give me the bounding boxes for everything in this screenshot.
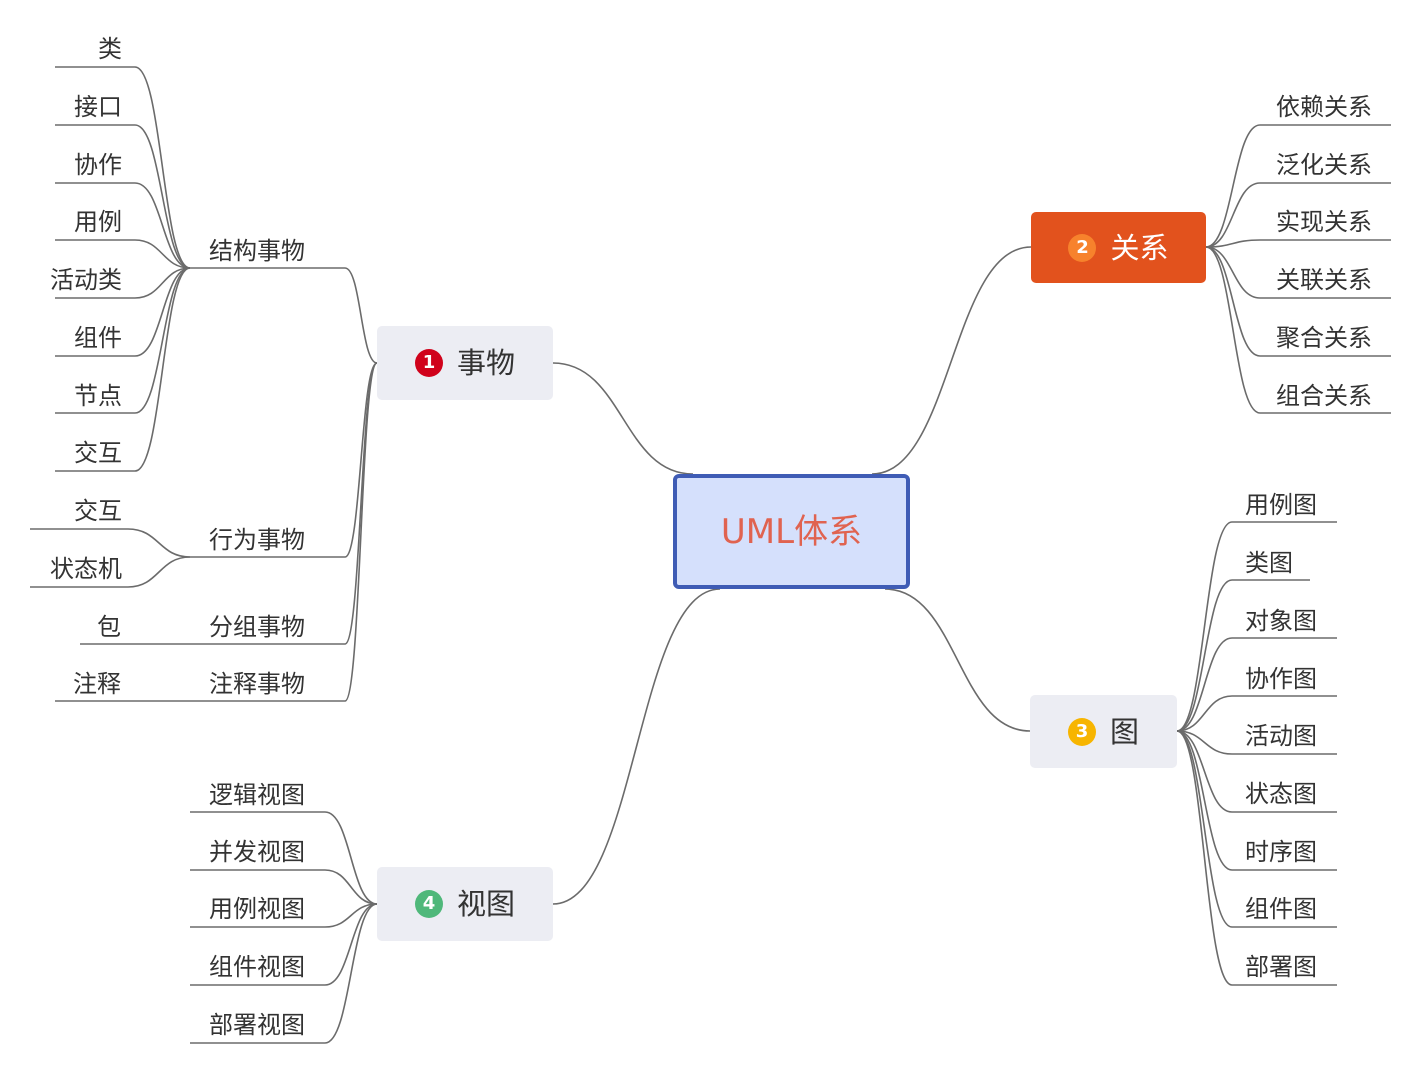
connector-views-leaf-2 — [324, 903, 378, 928]
connector-things-group-1 — [344, 362, 378, 558]
connector-diagrams-leaf-0 — [1176, 521, 1233, 732]
leaf-deployment-diagram[interactable]: 部署图 — [1245, 953, 1317, 981]
connector-diagrams-leaf-6 — [1176, 730, 1233, 871]
connector-diagrams-leaf-1 — [1176, 579, 1233, 732]
connector-relations-leaf-3 — [1205, 246, 1261, 299]
connector-center-relations — [871, 246, 1032, 475]
leaf-collaboration[interactable]: 协作 — [74, 151, 122, 179]
topic-diagrams-label: 图 — [1109, 714, 1139, 749]
leaf-deployment-view[interactable]: 部署视图 — [209, 1011, 305, 1039]
leaf-association[interactable]: 关联关系 — [1276, 266, 1372, 294]
central-topic[interactable]: UML体系 — [673, 474, 910, 589]
group-structural-things[interactable]: 结构事物 — [209, 237, 305, 265]
connector-relations-leaf-2 — [1205, 239, 1261, 248]
connector-structural-leaf-6 — [134, 267, 191, 414]
leaf-state-machine[interactable]: 状态机 — [50, 555, 122, 583]
leaf-concurrency-view[interactable]: 并发视图 — [209, 838, 305, 866]
connector-diagrams-leaf-4 — [1176, 730, 1233, 755]
connector-relations-leaf-0 — [1205, 124, 1261, 248]
connector-center-things — [552, 362, 694, 475]
number-badge-3-icon: 3 — [1067, 717, 1096, 746]
connector-center-diagrams — [884, 588, 1031, 732]
topic-things-label: 事物 — [456, 346, 515, 380]
connector-views-leaf-3 — [324, 903, 378, 986]
connector-diagrams-leaf-3 — [1176, 695, 1233, 732]
connector-diagrams-leaf-7 — [1176, 730, 1233, 928]
leaf-aggregation[interactable]: 聚合关系 — [1276, 324, 1372, 352]
central-topic-label: UML体系 — [720, 511, 863, 552]
topic-relations-label: 关系 — [1110, 230, 1169, 265]
leaf-component-diagram[interactable]: 组件图 — [1245, 895, 1317, 923]
leaf-use-case-diagram[interactable]: 用例图 — [1245, 491, 1317, 519]
number-badge-1-icon: 1 — [414, 349, 443, 377]
connector-views-leaf-0 — [324, 811, 378, 905]
leaf-logical-view[interactable]: 逻辑视图 — [209, 781, 305, 809]
connector-structural-leaf-2 — [134, 182, 191, 269]
leaf-interaction-behavior[interactable]: 交互 — [74, 497, 122, 525]
leaf-package[interactable]: 包 — [97, 613, 121, 641]
leaf-interaction[interactable]: 交互 — [74, 439, 122, 467]
connector-things-group-2 — [344, 362, 378, 645]
group-annotational-things[interactable]: 注释事物 — [209, 670, 305, 698]
leaf-collaboration-diagram[interactable]: 协作图 — [1245, 665, 1317, 693]
connector-structural-leaf-4 — [134, 267, 191, 299]
leaf-dependency[interactable]: 依赖关系 — [1276, 93, 1372, 121]
connector-things-group-3 — [344, 362, 378, 702]
topic-diagrams[interactable]: 3 图 — [1030, 695, 1177, 768]
connector-diagrams-leaf-8 — [1176, 730, 1233, 986]
leaf-note[interactable]: 注释 — [73, 670, 121, 698]
leaf-state-diagram[interactable]: 状态图 — [1245, 780, 1317, 808]
leaf-realization[interactable]: 实现关系 — [1276, 208, 1372, 236]
leaf-generalization[interactable]: 泛化关系 — [1276, 151, 1372, 179]
number-badge-2-icon: 2 — [1068, 233, 1097, 262]
topic-relations[interactable]: 2 关系 — [1031, 212, 1206, 283]
connector-relations-leaf-5 — [1205, 246, 1261, 414]
connector-diagrams-leaf-5 — [1176, 730, 1233, 813]
leaf-activity-diagram[interactable]: 活动图 — [1245, 722, 1317, 750]
leaf-active-class[interactable]: 活动类 — [50, 266, 122, 294]
topic-views-label: 视图 — [456, 887, 515, 921]
leaf-sequence-diagram[interactable]: 时序图 — [1245, 838, 1317, 866]
leaf-use-case-view[interactable]: 用例视图 — [209, 895, 305, 923]
connector-views-leaf-1 — [324, 869, 378, 905]
connector-views-leaf-4 — [324, 903, 378, 1044]
connector-behavioral-leaf-0 — [127, 528, 191, 558]
connector-diagrams-leaf-2 — [1176, 637, 1233, 732]
connector-structural-leaf-7 — [134, 267, 191, 472]
topic-views[interactable]: 4 视图 — [377, 867, 553, 941]
leaf-class-diagram[interactable]: 类图 — [1245, 549, 1293, 577]
connector-structural-leaf-0 — [134, 66, 191, 269]
leaf-use-case[interactable]: 用例 — [74, 208, 122, 236]
leaf-class[interactable]: 类 — [98, 35, 122, 63]
topic-things[interactable]: 1 事物 — [377, 326, 553, 400]
group-behavioral-things[interactable]: 行为事物 — [209, 526, 305, 554]
leaf-interface[interactable]: 接口 — [74, 93, 122, 121]
leaf-component[interactable]: 组件 — [74, 324, 122, 352]
connector-structural-leaf-5 — [134, 267, 191, 357]
leaf-component-view[interactable]: 组件视图 — [209, 953, 305, 981]
leaf-composition[interactable]: 组合关系 — [1276, 382, 1372, 410]
connector-relations-leaf-4 — [1205, 246, 1261, 357]
leaf-object-diagram[interactable]: 对象图 — [1245, 607, 1317, 635]
connector-structural-leaf-3 — [134, 239, 191, 269]
connector-behavioral-leaf-1 — [127, 556, 191, 588]
connector-things-group-0 — [344, 267, 378, 364]
connector-relations-leaf-1 — [1205, 182, 1261, 248]
connector-center-views — [552, 588, 721, 905]
leaf-node[interactable]: 节点 — [74, 382, 122, 410]
group-grouping-things[interactable]: 分组事物 — [209, 613, 305, 641]
number-badge-4-icon: 4 — [414, 890, 443, 918]
connector-structural-leaf-1 — [134, 124, 191, 269]
